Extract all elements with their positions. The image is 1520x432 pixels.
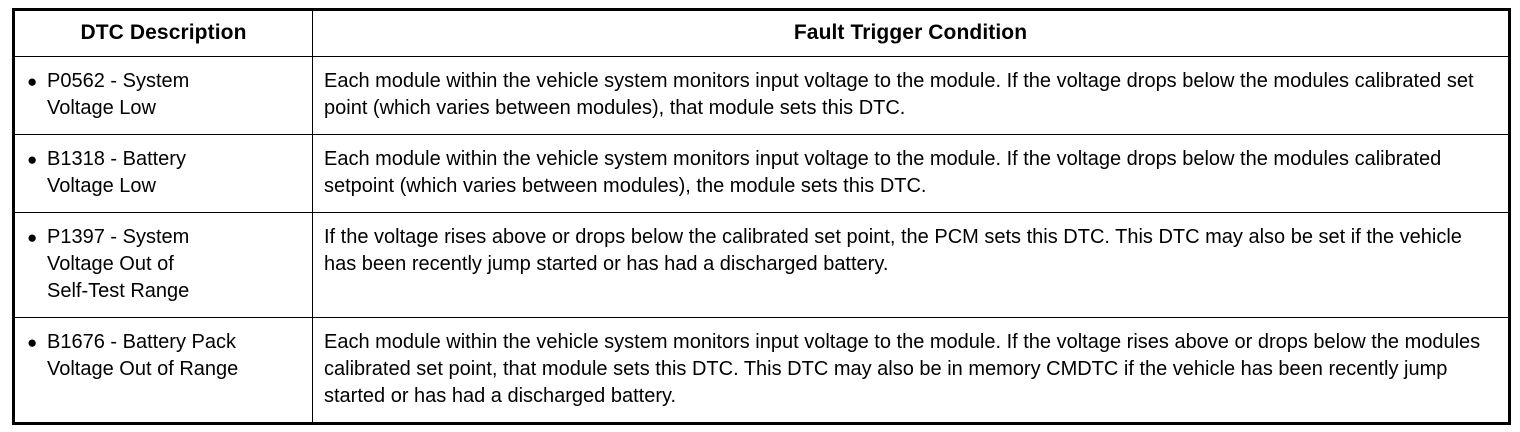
dtc-code-label: P0562 - System Voltage Low <box>47 70 190 119</box>
column-header-dtc-description: DTC Description <box>13 9 313 57</box>
dtc-fault-table: DTC Description Fault Trigger Condition … <box>12 8 1511 425</box>
table-header-row: DTC Description Fault Trigger Condition <box>13 9 1510 57</box>
table-body: ● P0562 - System Voltage Low Each module… <box>13 56 1510 424</box>
table-row: ● B1676 - Battery Pack Voltage Out of Ra… <box>13 317 1510 424</box>
dtc-description-cell: ● B1318 - Battery Voltage Low <box>13 134 313 213</box>
bullet-row: ● B1676 - Battery Pack Voltage Out of Ra… <box>25 329 306 383</box>
fault-trigger-condition-cell: Each module within the vehicle system mo… <box>312 134 1510 213</box>
dtc-code-label: P1397 - System Voltage Out of Self-Test … <box>47 226 190 302</box>
dtc-description-cell: ● B1676 - Battery Pack Voltage Out of Ra… <box>13 317 313 424</box>
bullet-icon: ● <box>27 72 38 91</box>
table-row: ● P0562 - System Voltage Low Each module… <box>13 56 1510 135</box>
dtc-code-label: B1676 - Battery Pack Voltage Out of Rang… <box>47 331 239 380</box>
column-header-fault-trigger-condition: Fault Trigger Condition <box>312 9 1510 57</box>
bullet-icon: ● <box>27 228 38 247</box>
dtc-description-cell: ● P1397 - System Voltage Out of Self-Tes… <box>13 212 313 318</box>
fault-condition-text: Each module within the vehicle system mo… <box>324 148 1442 197</box>
table-header: DTC Description Fault Trigger Condition <box>13 9 1510 57</box>
fault-trigger-condition-cell: Each module within the vehicle system mo… <box>312 317 1510 424</box>
fault-trigger-condition-cell: If the voltage rises above or drops belo… <box>312 212 1510 318</box>
bullet-row: ● P0562 - System Voltage Low <box>25 68 306 122</box>
dtc-code-label: B1318 - Battery Voltage Low <box>47 148 186 197</box>
bullet-icon: ● <box>27 333 38 352</box>
bullet-row: ● B1318 - Battery Voltage Low <box>25 146 306 200</box>
fault-trigger-condition-cell: Each module within the vehicle system mo… <box>312 56 1510 135</box>
fault-condition-text: Each module within the vehicle system mo… <box>324 331 1481 407</box>
fault-condition-text: Each module within the vehicle system mo… <box>324 70 1474 119</box>
bullet-row: ● P1397 - System Voltage Out of Self-Tes… <box>25 224 306 305</box>
dtc-description-cell: ● P0562 - System Voltage Low <box>13 56 313 135</box>
bullet-icon: ● <box>27 150 38 169</box>
table-row: ● B1318 - Battery Voltage Low Each modul… <box>13 134 1510 213</box>
fault-condition-text: If the voltage rises above or drops belo… <box>324 226 1462 275</box>
table-row: ● P1397 - System Voltage Out of Self-Tes… <box>13 212 1510 318</box>
